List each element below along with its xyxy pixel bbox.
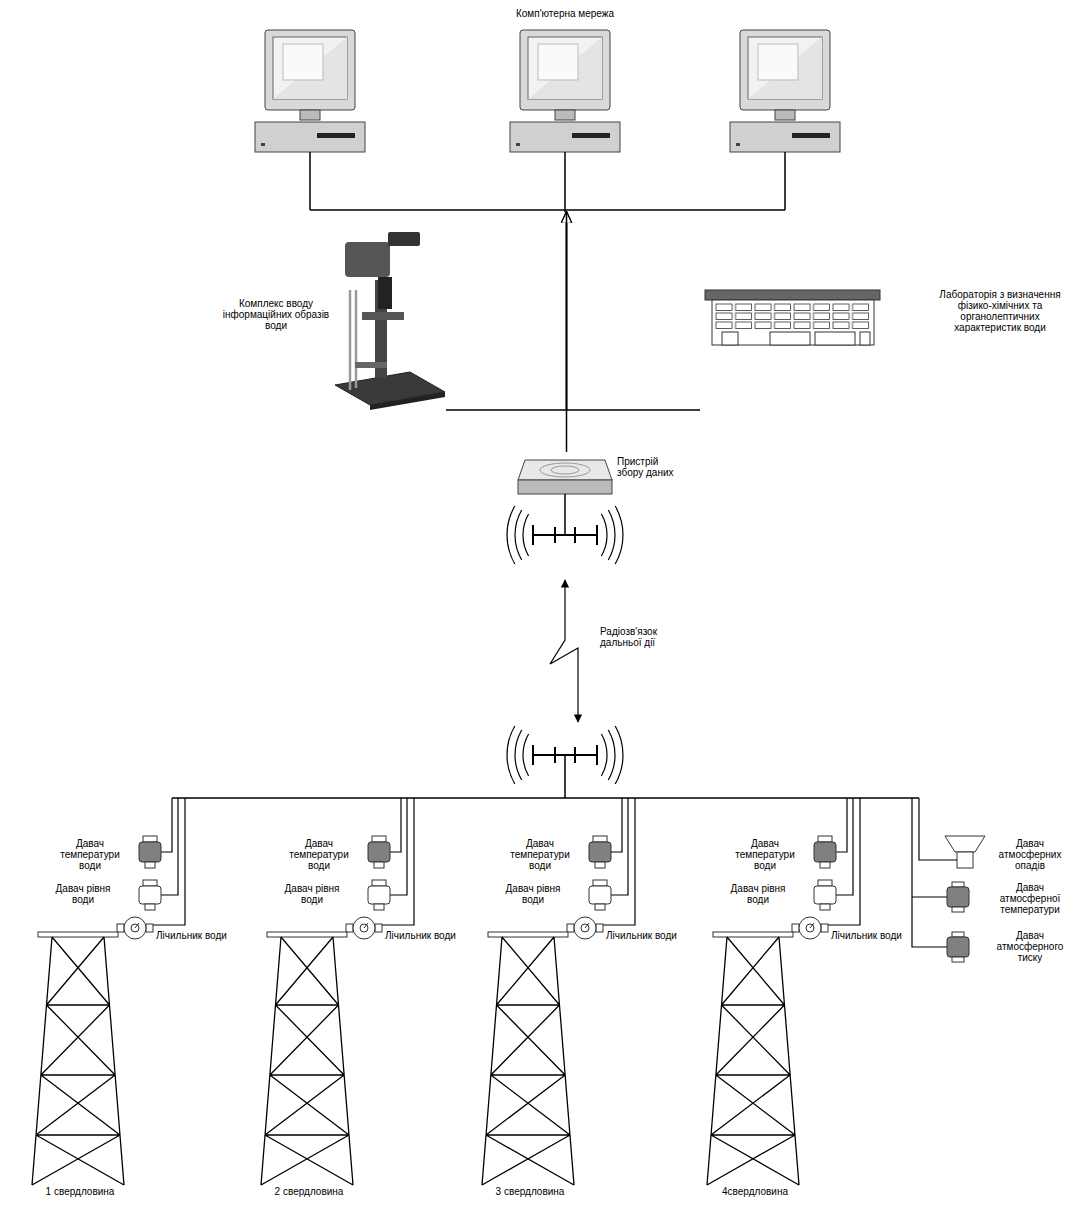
water-level-sensor: Давач рівня води (284, 880, 394, 914)
field-bus (172, 755, 919, 798)
water-meter: Лічильник води (793, 914, 905, 946)
computer-network: Комп'ютерна мережа (240, 4, 893, 212)
well-equipment (32, 798, 185, 1185)
well: 1 свердловина (20, 930, 143, 1205)
node-label: Давач атмосферного тиску (990, 930, 1070, 963)
water-level-sensor: Давач рівня води (505, 880, 615, 914)
water-temperature-sensor: Давач температури води (55, 836, 165, 874)
well: 4свердловина (695, 930, 818, 1205)
node-label: Давач температури води (55, 838, 125, 871)
connector (446, 212, 567, 410)
water-meter: Лічильник води (118, 914, 230, 946)
node-label: Давач температури води (284, 838, 354, 871)
node-label: 4свердловина (695, 1186, 815, 1197)
well-equipment (261, 798, 414, 1185)
weather-sensors (912, 798, 985, 962)
node-label: Давач рівня води (284, 883, 340, 905)
node-label: Давач рівня води (505, 883, 561, 905)
water-temperature-sensor: Давач температури води (505, 836, 615, 874)
link-label: Радіозв'язок дальньої дії (600, 626, 695, 648)
well-equipment (707, 798, 860, 1185)
laboratory: Лабораторія з визначення фізико-хімічних… (700, 285, 1076, 415)
node-label: Давач температури води (505, 838, 575, 871)
image-input-complex: Комплекс вводу інформаційних образів вод… (222, 228, 446, 418)
data-collector-device (518, 460, 612, 494)
computer (255, 30, 365, 152)
node-label: Пристрій збору даних (617, 456, 679, 478)
node-label: Комплекс вводу інформаційних образів вод… (222, 298, 330, 331)
antenna-feed (564, 494, 566, 535)
computers (255, 30, 840, 212)
well-equipment (482, 798, 635, 1185)
node-label: Лабораторія з визначення фізико-хімічних… (930, 289, 1070, 333)
well: 2 свердловина (249, 930, 372, 1205)
node-label: Давач атмосферної температури (990, 882, 1070, 915)
water-meter: Лічильник води (568, 914, 680, 946)
air-temperature-sensor: Давач атмосферної температури (942, 880, 1076, 924)
node-label: 2 свердловина (249, 1186, 369, 1197)
water-level-sensor: Давач рівня води (730, 880, 840, 914)
node-label: Лічильник води (156, 930, 227, 941)
node-label: Комп'ютерна мережа (240, 8, 890, 19)
connector (567, 212, 701, 410)
node-label: Лічильник води (606, 930, 677, 941)
data-collector: Пристрій збору даних (515, 452, 695, 502)
link-label: Радіозв'язок дальньої дії (600, 626, 695, 648)
water-level-sensor: Давач рівня води (55, 880, 165, 914)
microscope (335, 232, 445, 410)
node-label: Давач рівня води (730, 883, 786, 905)
node-label: Лічильник води (831, 930, 902, 941)
water-meter: Лічильник води (347, 914, 459, 946)
node-label: 1 свердловина (20, 1186, 140, 1197)
node-label: Давач атмосферних опадів (990, 838, 1070, 871)
node-label: Давач рівня води (55, 883, 111, 905)
precipitation-sensor: Давач атмосферних опадів (942, 836, 1076, 878)
water-temperature-sensor: Давач температури води (730, 836, 840, 874)
node-label: Давач температури води (730, 838, 800, 871)
network-wire (310, 152, 785, 212)
laboratory-building (705, 290, 880, 345)
node-label: 3 свердловина (470, 1186, 590, 1197)
well: 3 свердловина (470, 930, 593, 1205)
antenna (507, 506, 623, 564)
radio-link (550, 580, 578, 722)
connector (566, 212, 568, 452)
air-pressure-sensor: Давач атмосферного тиску (942, 928, 1076, 972)
computer (510, 30, 620, 152)
computer (730, 30, 840, 152)
water-temperature-sensor: Давач температури води (284, 836, 394, 874)
node-label: Лічильник води (385, 930, 456, 941)
